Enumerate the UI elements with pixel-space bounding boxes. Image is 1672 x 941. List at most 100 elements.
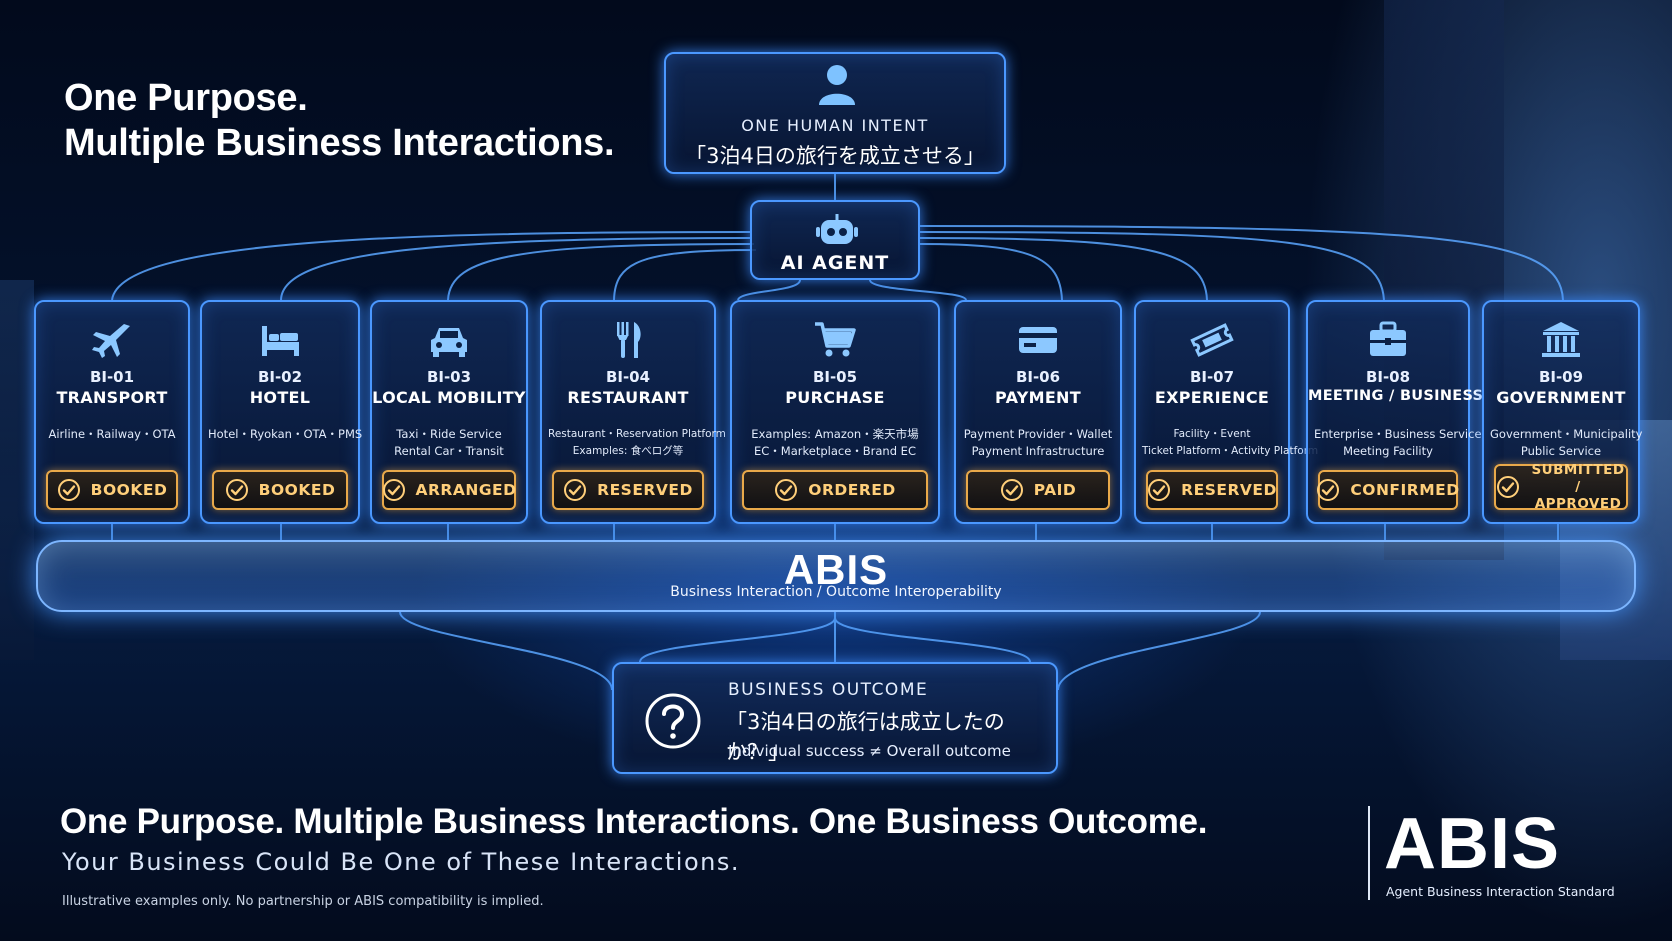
card-code: BI-01 [89,368,135,386]
footer-disclaimer: Illustrative examples only. No partnersh… [62,894,544,909]
check-circle-icon [1147,478,1171,502]
card-example-line-2: Rental Car・Transit [394,444,504,458]
cart-icon [815,322,856,357]
card-name: GOVERNMENT [1496,388,1626,407]
card-example-line-2: Meeting Facility [1343,444,1433,458]
card-example-line-2: Examples: 食べログ等 [572,445,684,457]
credit-card-icon [1019,327,1057,353]
status-text: CONFIRMED [1350,480,1460,499]
status-badge: CONFIRMED [1316,470,1460,510]
status-text: SUBMITTED /APPROVED [1530,462,1626,513]
card-code: BI-09 [1538,368,1584,386]
status-badge: ORDERED [742,470,928,510]
card-example-line-2: Ticket Platform・Activity Platform [1142,445,1319,457]
card-example-line-1: Taxi・Ride Service [396,427,502,441]
status-text: ORDERED [808,480,896,499]
government-building-icon [1542,322,1580,357]
status-badge: RESERVED [1146,470,1278,510]
bi-card-restaurant: BI-04 RESTAURANT Restaurant・Reservation … [540,300,726,524]
card-name: HOTEL [249,388,311,407]
agent-label: AI AGENT [780,252,890,274]
card-code: BI-05 [812,368,858,386]
status-badge: RESERVED [552,470,704,510]
cutlery-icon [617,322,641,358]
card-name: EXPERIENCE [1154,388,1270,407]
status-text: RESERVED [597,480,693,499]
user-icon [819,65,855,105]
human-intent-box: ONE HUMAN INTENT 「3泊4日の旅行を成立させる」 [664,52,1006,174]
card-code: BI-07 [1189,368,1235,386]
card-code: BI-02 [257,368,303,386]
check-circle-icon [57,478,81,502]
check-circle-icon [1496,475,1520,499]
card-example-line-1: Facility・Event [1173,428,1251,440]
card-example-line-2: Payment Infrastructure [971,444,1105,458]
background-building-left [0,280,34,660]
card-code: BI-08 [1365,368,1411,386]
card-example-line-1: Enterprise・Business Service [1314,427,1482,441]
card-code: BI-06 [1015,368,1061,386]
bed-icon [262,326,299,356]
abis-platform [36,540,1636,612]
card-example-line-1: Airline・Railway・OTA [48,427,176,441]
card-example-line-2: EC・Marketplace・Brand EC [754,444,916,458]
status-text: ARRANGED [415,480,517,499]
intent-value: 「3泊4日の旅行を成立させる」 [685,144,985,168]
card-name: RESTAURANT [567,388,689,407]
card-example-line-1: Government・Municipality [1490,427,1643,441]
status-text: BOOKED [258,480,336,499]
status-badge: PAID [966,470,1110,510]
card-example-line-1: Payment Provider・Wallet [963,427,1113,441]
check-circle-icon [382,478,406,502]
status-text: PAID [1033,480,1077,499]
briefcase-icon [1370,321,1406,356]
check-circle-icon [1316,478,1340,502]
bi-card-government: BI-09 GOVERNMENT Government・Municipality… [1482,300,1643,524]
platform-subtitle: Business Interaction / Outcome Interoper… [670,584,1002,600]
status-text-line-1: SUBMITTED / [1531,461,1625,495]
ticket-icon [1190,323,1234,357]
abis-logo: ABIS [1384,804,1561,884]
outcome-note: Individual success ≠ Overall outcome [728,742,1011,760]
abis-logo-subtitle: Agent Business Interaction Standard [1386,884,1615,899]
platform-title: ABIS [783,546,889,593]
status-text-line-2: APPROVED [1534,495,1622,512]
card-example-line-1: Hotel・Ryokan・OTA・PMS [208,427,363,441]
card-name: TRANSPORT [56,388,168,407]
headline: One Purpose. Multiple Business Interacti… [64,76,615,166]
status-badge: ARRANGED [382,470,516,510]
bi-card-meeting-business: BI-08 MEETING / BUSINESS Enterprise・Busi… [1306,300,1484,524]
intent-label: ONE HUMAN INTENT [741,116,929,135]
status-badge: BOOKED [46,470,178,510]
card-name: MEETING / BUSINESS [1308,388,1484,404]
card-code: BI-04 [605,368,651,386]
status-badge: BOOKED [212,470,348,510]
robot-icon [816,214,858,244]
card-examples: Airline・Railway・OTA [42,426,182,443]
card-example-line-1: Restaurant・Reservation Platform [548,428,726,440]
card-example-line-2: Public Service [1520,444,1602,458]
check-circle-icon [774,478,798,502]
card-code: BI-03 [426,368,472,386]
footer-tagline: One Purpose. Multiple Business Interacti… [60,802,1208,841]
card-name: LOCAL MOBILITY [372,388,526,407]
check-circle-icon [1000,478,1024,502]
bi-card-transport: BI-01 TRANSPORT Airline・Railway・OTA BOOK… [34,300,190,524]
logo-divider [1368,806,1370,900]
card-examples: Hotel・Ryokan・OTA・PMS [208,426,363,443]
airplane-icon [92,324,130,358]
status-badge: SUBMITTED /APPROVED [1494,462,1628,513]
check-circle-icon [563,478,587,502]
card-name: PAYMENT [995,388,1081,407]
headline-line-1: One Purpose. [64,77,308,119]
outcome-value: 「3泊4日の旅行は成立したのか？」 [726,710,1005,764]
